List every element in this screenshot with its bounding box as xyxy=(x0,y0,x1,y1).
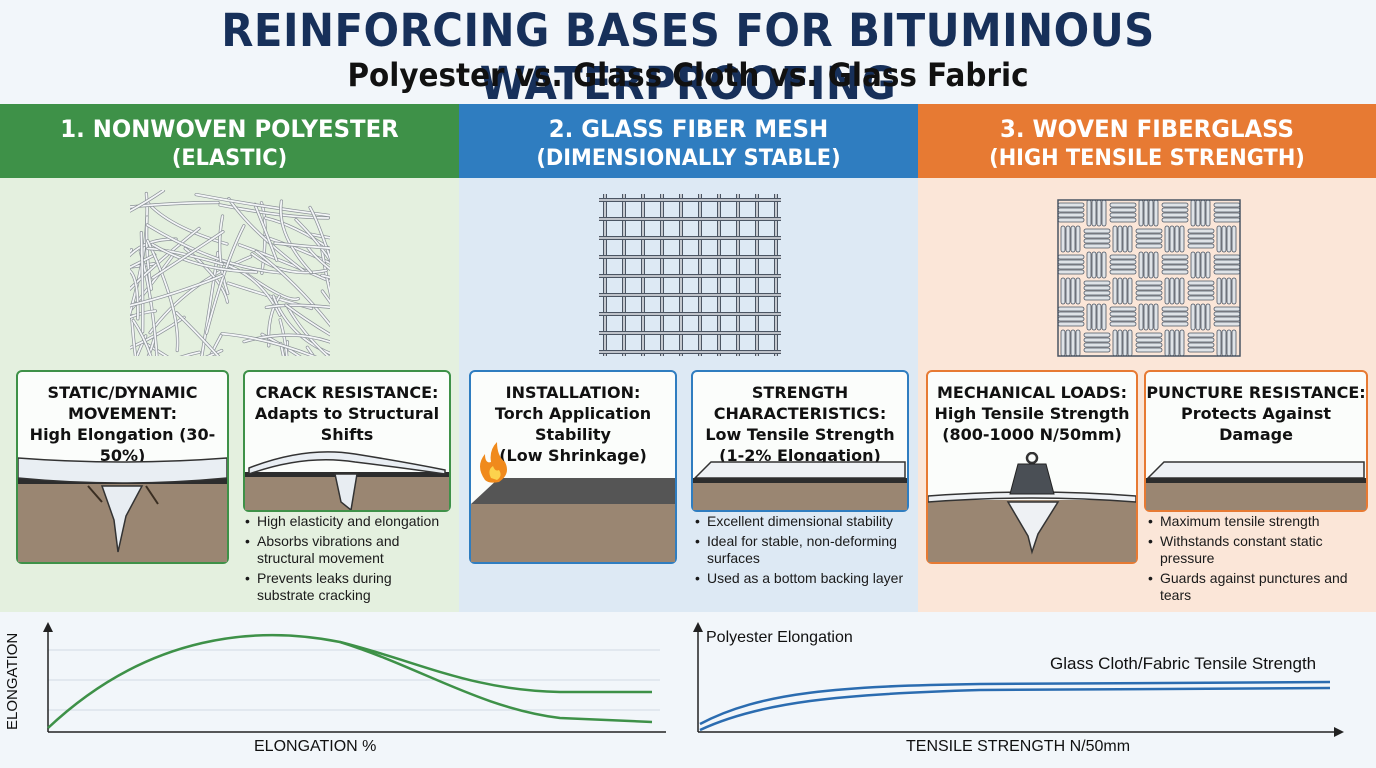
elongation-chart: ELONGATION ELONGATION % xyxy=(0,612,680,768)
curve-upper xyxy=(699,680,1331,726)
y-axis-arrow xyxy=(43,622,53,632)
flat-layer-illustration xyxy=(693,461,907,510)
fire-icon xyxy=(480,442,507,483)
column-title: 3. WOVEN FIBERGLASS xyxy=(1000,115,1294,143)
list-item: Excellent dimensional stability xyxy=(695,513,905,530)
card-static-dynamic-movement: STATIC/DYNAMIC MOVEMENT: High Elongation… xyxy=(16,370,229,564)
glass-mesh-texture xyxy=(599,194,781,356)
column-title: 2. GLASS FIBER MESH xyxy=(548,115,829,143)
card-title: PUNCTURE RESISTANCE: Protects Against Da… xyxy=(1146,382,1366,445)
card-title: INSTALLATION: Torch Application Stabilit… xyxy=(471,382,675,466)
card-crack-resistance: CRACK RESISTANCE: Adapts to Structural S… xyxy=(243,370,451,512)
x-axis-label: TENSILE STRENGTH N/50mm xyxy=(906,738,1131,755)
card-title-line: STRENGTH CHARACTERISTICS: xyxy=(713,383,887,423)
column-subtitle: (ELASTIC) xyxy=(171,146,288,171)
curve-lower xyxy=(339,640,653,724)
card-strength-characteristics: STRENGTH CHARACTERISTICS: Low Tensile St… xyxy=(691,370,909,512)
bullet-list: High elasticity and elongation Absorbs v… xyxy=(245,513,450,607)
series-label: Glass Cloth/Fabric Tensile Strength xyxy=(1050,654,1317,673)
load-illustration xyxy=(928,452,1136,562)
page-subtitle: Polyester vs. Glass Cloth vs. Glass Fabr… xyxy=(347,56,1029,94)
card-subtitle-line: Low Tensile Strength xyxy=(705,425,895,444)
list-item: Ideal for stable, non-deforming surfaces xyxy=(695,533,905,567)
list-item: Maximum tensile strength xyxy=(1148,513,1368,530)
list-item: Prevents leaks during substrate cracking xyxy=(245,570,450,604)
column-polyester: 1. NONWOVEN POLYESTER (ELASTIC) STATIC/D… xyxy=(0,104,459,612)
card-title-line: CRACK RESISTANCE: xyxy=(255,383,439,402)
torch-installation-illustration xyxy=(471,442,675,562)
page-title: REINFORCING BASES FOR BITUMINOUS WATERPR… xyxy=(221,4,1155,110)
list-item: Absorbs vibrations and structural moveme… xyxy=(245,533,450,567)
woven-fiberglass-texture xyxy=(1057,199,1241,357)
card-installation: INSTALLATION: Torch Application Stabilit… xyxy=(469,370,677,564)
card-subtitle-line: Protects Against Damage xyxy=(1180,404,1331,444)
column-glass-fiber-mesh: 2. GLASS FIBER MESH (DIMENSIONALLY STABL… xyxy=(459,104,918,612)
column-title: 1. NONWOVEN POLYESTER xyxy=(60,115,399,143)
column-header: 2. GLASS FIBER MESH (DIMENSIONALLY STABL… xyxy=(459,104,918,178)
flat-layer-illustration xyxy=(1146,461,1366,510)
elongation-chart-plot xyxy=(43,622,666,733)
curve-upper xyxy=(47,633,652,729)
series-label: Polyester Elongation xyxy=(706,629,853,646)
y-axis-label: ELONGATION xyxy=(4,632,21,730)
x-axis-arrow xyxy=(1334,727,1344,737)
list-item: Guards against punctures and tears xyxy=(1148,570,1368,604)
elongation-illustration xyxy=(18,457,227,562)
weight-icon xyxy=(1009,452,1055,495)
column-header: 3. WOVEN FIBERGLASS (HIGH TENSILE STRENG… xyxy=(918,104,1376,178)
card-subtitle-line: High Tensile Strength xyxy=(934,404,1130,423)
card-puncture-resistance: PUNCTURE RESISTANCE: Protects Against Da… xyxy=(1144,370,1368,512)
tensile-chart-plot xyxy=(693,622,1344,737)
card-title: STRENGTH CHARACTERISTICS: Low Tensile St… xyxy=(693,382,907,466)
list-item: High elasticity and elongation xyxy=(245,513,450,530)
card-subtitle-line: Torch Application Stability xyxy=(494,404,652,444)
card-title: STATIC/DYNAMIC MOVEMENT: High Elongation… xyxy=(18,382,227,466)
card-subtitle-line: High Elongation (30-50%) xyxy=(29,425,216,465)
crack-illustration xyxy=(245,451,449,510)
card-title: MECHANICAL LOADS: High Tensile Strength … xyxy=(928,382,1136,445)
card-title-line: MECHANICAL LOADS: xyxy=(937,383,1127,402)
card-subtitle-line: (800-1000 N/50mm) xyxy=(942,425,1122,444)
column-header: 1. NONWOVEN POLYESTER (ELASTIC) xyxy=(0,104,459,178)
column-subtitle: (DIMENSIONALLY STABLE) xyxy=(536,146,841,171)
x-axis-label: ELONGATION % xyxy=(254,738,377,755)
card-title-line: PUNCTURE RESISTANCE: xyxy=(1146,383,1366,402)
column-woven-fiberglass: 3. WOVEN FIBERGLASS (HIGH TENSILE STRENG… xyxy=(918,104,1376,612)
card-subtitle-line: (1-2% Elongation) xyxy=(719,446,881,465)
list-item: Withstands constant static pressure xyxy=(1148,533,1368,567)
card-title-line: STATIC/DYNAMIC MOVEMENT: xyxy=(47,383,198,423)
bullet-list: Maximum tensile strength Withstands cons… xyxy=(1148,513,1368,607)
card-subtitle-line: Adapts to Structural Shifts xyxy=(254,404,440,444)
bullet-list: Excellent dimensional stability Ideal fo… xyxy=(695,513,905,590)
curve-lower xyxy=(699,686,1331,732)
card-title: CRACK RESISTANCE: Adapts to Structural S… xyxy=(245,382,449,445)
card-title-line: INSTALLATION: xyxy=(505,383,641,402)
tensile-strength-chart: Polyester Elongation Glass Cloth/Fabric … xyxy=(680,612,1376,768)
column-subtitle: (HIGH TENSILE STRENGTH) xyxy=(989,146,1305,171)
y-axis-arrow xyxy=(693,622,703,632)
nonwoven-fiber-texture xyxy=(130,190,330,356)
card-subtitle-line: (Low Shrinkage) xyxy=(499,446,647,465)
list-item: Used as a bottom backing layer xyxy=(695,570,905,587)
card-mechanical-loads: MECHANICAL LOADS: High Tensile Strength … xyxy=(926,370,1138,564)
